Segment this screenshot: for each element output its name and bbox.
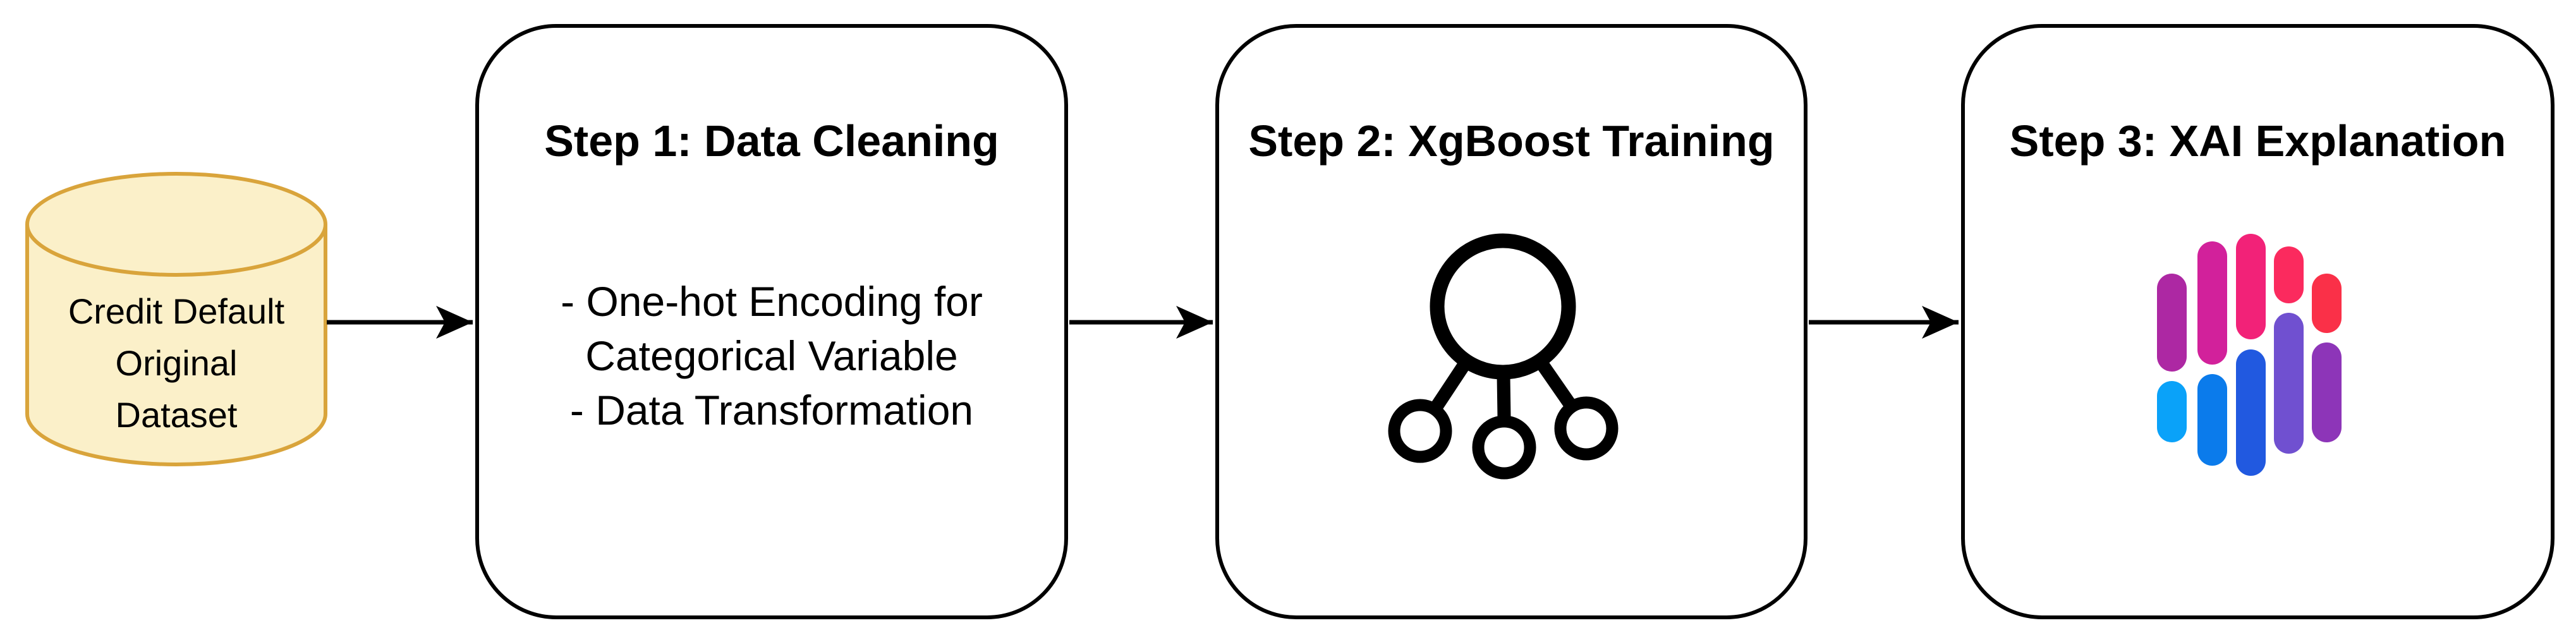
step2-title: Step 2: XgBoost Training — [1248, 116, 1775, 166]
dataset-cylinder-node — [25, 172, 327, 466]
shap-bar — [2197, 241, 2227, 365]
decision-tree-icon — [1388, 233, 1619, 480]
step1-node — [475, 24, 1068, 619]
tree-icon-group — [1388, 233, 1619, 480]
shap-bar — [2274, 313, 2304, 454]
step1-body-line: Categorical Variable — [585, 332, 958, 379]
shap-bar — [2312, 274, 2342, 333]
dataset-label-line: Credit Default — [68, 291, 285, 331]
dataset-label-line: Dataset — [115, 395, 238, 435]
shap-bar — [2236, 349, 2266, 476]
dataset-label-line: Original — [115, 343, 238, 383]
shap-bar — [2312, 342, 2342, 442]
step1-body-line: - Data Transformation — [569, 387, 974, 433]
cylinder-rim — [25, 224, 327, 277]
dataset-label: Credit Default Original Dataset — [25, 286, 327, 441]
shap-bar — [2157, 274, 2187, 372]
shap-logo-icon — [2157, 234, 2342, 476]
shap-bar — [2157, 381, 2187, 442]
step1-body: - One-hot Encoding for Categorical Varia… — [475, 274, 1068, 437]
shap-bar — [2274, 246, 2304, 303]
step1-body-line: - One-hot Encoding for — [561, 278, 983, 325]
shap-bar — [2197, 374, 2227, 466]
step3-title: Step 3: XAI Explanation — [2009, 116, 2506, 166]
shap-bar — [2236, 234, 2266, 339]
step1-title: Step 1: Data Cleaning — [544, 116, 999, 166]
cylinder-shape — [25, 172, 327, 466]
